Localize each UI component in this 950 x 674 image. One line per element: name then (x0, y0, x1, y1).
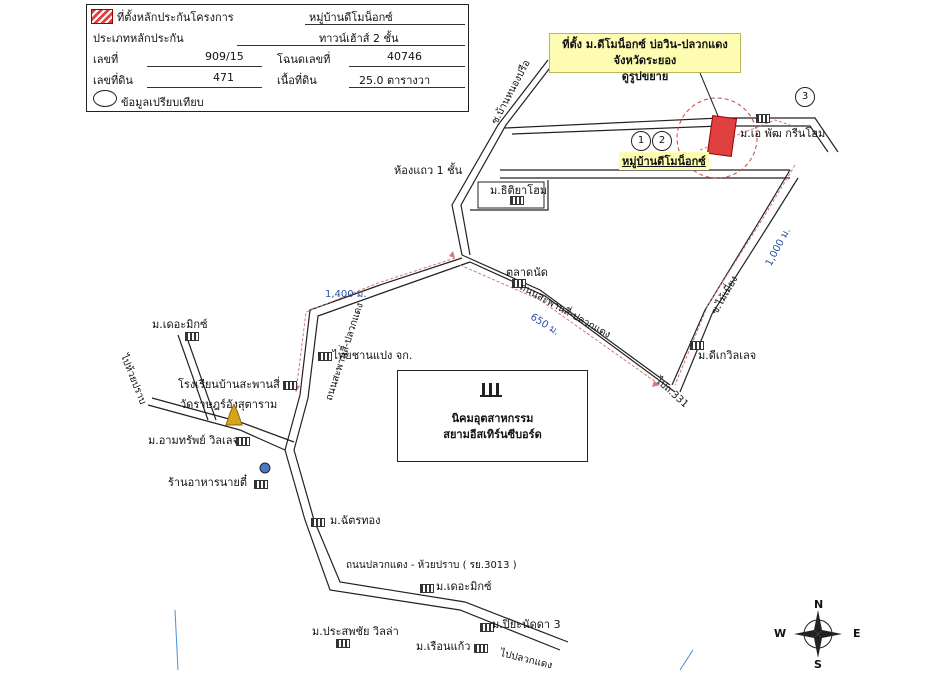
factory-icon (480, 383, 502, 397)
place-damix-bottom: ม.เดอะมิกซ์ (436, 580, 492, 593)
site-swatch (91, 9, 113, 24)
legend-no-label: เลขที่ (93, 53, 119, 66)
compass-rose: N S E W (773, 598, 863, 671)
legend-row-type: ประเภทหลักประกัน ทาวน์เฮ้าส์ 2 ชั้น (87, 26, 468, 46)
route-1400 (295, 257, 456, 393)
building-icon (283, 381, 297, 390)
building-icon (420, 584, 434, 593)
road-damix-a (177, 334, 209, 421)
place-damix-top: ม.เดอะมิกซ์ (152, 318, 208, 331)
marker-2: 2 (652, 131, 672, 151)
sitiya-block (477, 181, 545, 209)
legend-row-no: เลขที่ 909/15 โฉนดเลขที่ 40746 (87, 47, 468, 67)
estate-line1: นิคมอุตสาหกรรม (451, 412, 534, 425)
place-restaurant: ร้านอาหารนายตี๋ (168, 476, 248, 489)
place-arun: ม.อามทรัพย์ วิลเลจ (148, 434, 239, 447)
legend-site-value: หมู่บ้านดีโมน็อกซ์ (309, 11, 393, 24)
legend-box: ที่ตั้งหลักประกันโครงการ หมู่บ้านดีโมน็อ… (86, 4, 469, 112)
road-huai-a (147, 404, 286, 451)
building-icon (236, 437, 250, 446)
road-damix-b (185, 334, 217, 421)
road-top-b (511, 125, 829, 153)
route-arrow-2 (652, 381, 660, 387)
project-plot (706, 114, 738, 158)
place-ruenkaew: ม.เรือนแก้ว (416, 640, 471, 653)
estate-line2: สยามอีสเทิร์นซีบอร์ด (443, 428, 542, 441)
road-to-331-a (461, 254, 671, 386)
road-soi-a (671, 169, 791, 386)
legend-site-label: ที่ตั้งหลักประกันโครงการ (117, 11, 234, 24)
compass-n: N (814, 598, 824, 611)
callout-leader (699, 72, 719, 117)
callout-line1: ที่ตั้ง ม.ดีโมน็อกซ์ บ่อวิน-ปลวกแดง จังห… (562, 38, 728, 67)
legend-row-site: ที่ตั้งหลักประกันโครงการ หมู่บ้านดีโมน็อ… (87, 5, 468, 25)
callout-line2: ดูรูปขยาย (621, 70, 669, 83)
building-icon (512, 279, 526, 288)
legend-row-land: เลขที่ดิน 471 เนื้อที่ดิน 25.0 ตารางวา (87, 68, 468, 88)
compass-w: W (774, 627, 787, 640)
marker-3: 3 (795, 87, 815, 107)
building-icon (510, 196, 524, 205)
industrial-estate-box: นิคมอุตสาหกรรม สยามอีสเทิร์นซีบอร์ด (397, 370, 588, 462)
place-prasert: ม.ประสพชัย วิลล่า (312, 625, 399, 638)
road-saphan-b (293, 261, 471, 451)
restaurant-icon (259, 462, 271, 474)
project-label: หมู่บ้านดีโมน็อกซ์ (619, 152, 709, 170)
legend-type-value: ทาวน์เฮ้าส์ 2 ชั้น (319, 32, 399, 45)
building-icon (474, 644, 488, 653)
building-icon (318, 352, 332, 361)
building-icon (185, 332, 199, 341)
place-school: โรงเรียนบ้านสะพานสี่ (178, 378, 280, 391)
place-ao-pattana: ม.เอ พัฒ กรีนโฮม (740, 127, 826, 140)
marker-1: 1 (631, 131, 651, 151)
route-650 (459, 264, 661, 386)
road-plauk-huai-label: ถนนปลวกแดง - ห้วยปราบ ( รย.3013 ) (346, 560, 517, 571)
road-main-down-b (293, 449, 569, 643)
legend-area-value: 25.0 ตารางวา (359, 74, 431, 87)
river-line (174, 609, 179, 670)
place-row-house: ห้องแถว 1 ชั้น (394, 164, 463, 177)
place-market: ตลาดนัด (506, 266, 548, 279)
road-soi-b (679, 177, 799, 393)
legend-type-label: ประเภทหลักประกัน (93, 32, 184, 45)
road-sitiya-a (470, 180, 549, 211)
compare-circle-icon (93, 90, 117, 107)
route-arrow-1 (449, 251, 455, 258)
compass-e: E (853, 627, 861, 640)
place-chatthong: ม.ฉัตรทอง (330, 514, 381, 527)
building-icon (336, 639, 350, 648)
legend-land-label: เลขที่ดิน (93, 74, 133, 87)
temple-icon (225, 404, 243, 426)
project-zoom-circle (676, 97, 758, 179)
route-1000 (674, 164, 796, 386)
legend-deed-value: 40746 (387, 50, 422, 63)
legend-land-value: 471 (213, 71, 234, 84)
road-saphan-a (284, 257, 463, 451)
distance-1400: 1,400 ม. (325, 289, 367, 300)
place-di-village: ม.ดีเกวิลเลจ (698, 349, 757, 362)
compass-s: S (814, 658, 822, 671)
place-piya: ม.ปิยะนัดดา 3 (492, 618, 561, 631)
building-icon (756, 114, 770, 123)
road-ban-nong-phrue (451, 59, 549, 256)
road-ban-nong-phrue-inner (460, 59, 557, 256)
place-temple: วัดราษฎร์อังสุตาราม (180, 398, 278, 411)
river-line-2 (679, 649, 694, 670)
place-sitiya: ม.ธิติยาโฮม (490, 184, 548, 197)
place-thai-chan: บ.ไทยชานแปง จก. (322, 349, 413, 362)
legend-area-label: เนื้อที่ดิน (277, 74, 317, 87)
building-icon (480, 623, 494, 632)
legend-no-value: 909/15 (205, 50, 244, 63)
legend-compare-label: ข้อมูลเปรียบเทียบ (121, 96, 204, 109)
building-icon (311, 518, 325, 527)
legend-deed-label: โฉนดเลขที่ (277, 53, 331, 66)
project-callout: ที่ตั้ง ม.ดีโมน็อกซ์ บ่อวิน-ปลวกแดง จังห… (549, 33, 741, 83)
building-icon (254, 480, 268, 489)
compass-icon (794, 610, 842, 658)
building-icon (690, 341, 704, 350)
road-to-331-b (469, 261, 676, 393)
